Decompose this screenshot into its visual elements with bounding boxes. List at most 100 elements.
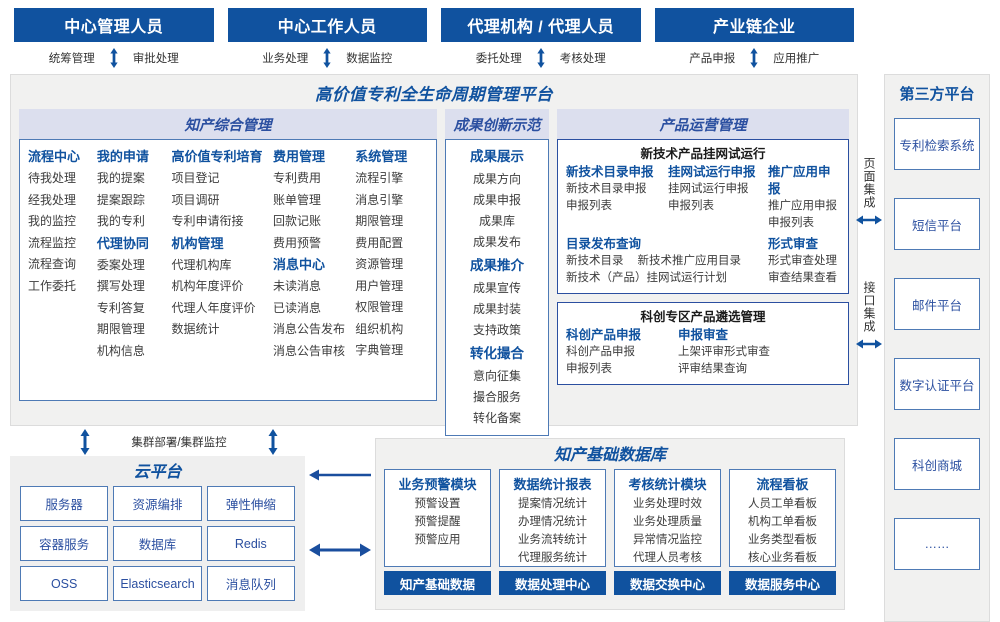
menu-item[interactable]: 消息公告发布: [272, 322, 345, 336]
menu-item[interactable]: 权限管理: [355, 300, 404, 314]
cloud-cell-8[interactable]: 消息队列: [206, 566, 295, 601]
third-party-item-3[interactable]: 数字认证平台: [894, 358, 980, 410]
menu-item[interactable]: 成果发布: [472, 235, 521, 249]
menu-item[interactable]: 项目登记: [171, 171, 220, 185]
group-head-2-1[interactable]: 机构管理: [171, 235, 224, 251]
menu-item[interactable]: 机构工单看板: [748, 516, 817, 528]
third-party-item-0[interactable]: 专利检索系统: [894, 118, 980, 170]
achievement-group-head-1[interactable]: 成果推介: [470, 258, 524, 273]
menu-item[interactable]: 待我处理: [28, 171, 77, 185]
database-card-head-3[interactable]: 流程看板: [756, 477, 809, 492]
menu-item[interactable]: 科创产品申报: [566, 346, 635, 358]
menu-item[interactable]: 申报列表: [566, 200, 612, 212]
menu-item[interactable]: 成果封装: [472, 302, 521, 316]
menu-item[interactable]: 费用配置: [355, 235, 404, 250]
menu-item[interactable]: 核心业务看板: [748, 552, 817, 564]
menu-item[interactable]: 意向征集: [472, 369, 521, 383]
menu-item[interactable]: 业务处理时效: [633, 498, 702, 510]
menu-item[interactable]: 人员工单看板: [748, 498, 817, 510]
achievement-group-head-2[interactable]: 转化撮合: [470, 346, 524, 361]
menu-item[interactable]: 项目调研: [171, 192, 220, 207]
cloud-cell-6[interactable]: OSS: [20, 566, 109, 601]
group-head-2-0[interactable]: 高价值专利培育: [171, 149, 263, 164]
menu-item[interactable]: 账单管理: [272, 192, 321, 207]
third-party-item-1[interactable]: 短信平台: [894, 198, 980, 250]
menu-item[interactable]: 预警应用: [414, 534, 461, 546]
group-head-0-0[interactable]: 流程中心: [28, 149, 81, 164]
menu-item[interactable]: 挂网试运行申报: [668, 183, 749, 195]
menu-item[interactable]: 成果申报: [472, 193, 521, 207]
menu-item[interactable]: 新技术目录申报: [566, 183, 647, 195]
menu-item[interactable]: 流程引擎: [355, 171, 404, 185]
trial-column-head-2[interactable]: 推广应用申报: [768, 165, 831, 196]
menu-item[interactable]: 办理情况统计: [518, 516, 587, 528]
menu-item[interactable]: 业务流转统计: [518, 534, 587, 546]
menu-item[interactable]: 经我处理: [28, 192, 77, 207]
actor-title-3[interactable]: 产业链企业: [654, 8, 854, 42]
menu-item[interactable]: 审查结果查看: [768, 272, 837, 284]
third-party-item-5[interactable]: ……: [894, 518, 980, 570]
group-head-3-1[interactable]: 消息中心: [272, 257, 325, 272]
group-head-4-0[interactable]: 系统管理: [355, 149, 408, 164]
database-bar-2[interactable]: 数据交换中心: [614, 571, 721, 595]
menu-item[interactable]: 期限管理: [96, 322, 145, 336]
menu-item[interactable]: 业务类型看板: [748, 534, 817, 546]
menu-item[interactable]: 新技术推广应用目录: [637, 255, 742, 267]
database-card-head-1[interactable]: 数据统计报表: [513, 477, 592, 492]
menu-item[interactable]: 已读消息: [272, 300, 321, 315]
group-head-1-0[interactable]: 我的申请: [96, 149, 149, 164]
menu-item[interactable]: 申报列表: [768, 217, 814, 229]
database-bar-1[interactable]: 数据处理中心: [499, 571, 606, 595]
menu-item[interactable]: 数据统计: [171, 322, 220, 336]
menu-item[interactable]: 流程查询: [28, 257, 77, 271]
menu-item[interactable]: 流程监控: [28, 235, 77, 250]
menu-item[interactable]: 期限管理: [355, 214, 404, 228]
menu-item[interactable]: 我的监控: [28, 214, 77, 228]
actor-title-0[interactable]: 中心管理人员: [14, 8, 214, 42]
menu-item[interactable]: 专利答复: [96, 300, 145, 315]
menu-item[interactable]: 消息引擎: [355, 192, 404, 207]
database-card-head-0[interactable]: 业务预警模块: [398, 477, 477, 492]
menu-item[interactable]: 组织机构: [355, 321, 404, 336]
achievement-group-head-0[interactable]: 成果展示: [470, 149, 524, 164]
menu-item[interactable]: 成果库: [478, 214, 515, 228]
group-head-1-1[interactable]: 代理协同: [96, 235, 149, 251]
menu-item[interactable]: 消息公告审核: [272, 343, 345, 358]
menu-item[interactable]: 申报列表: [566, 363, 612, 375]
third-party-item-2[interactable]: 邮件平台: [894, 278, 980, 330]
menu-item[interactable]: 回款记账: [272, 214, 321, 228]
database-bar-0[interactable]: 知产基础数据: [384, 571, 491, 595]
menu-item[interactable]: 专利费用: [272, 171, 321, 185]
menu-item[interactable]: 新技术目录: [566, 255, 624, 267]
menu-item[interactable]: 支持政策: [472, 323, 521, 337]
menu-item[interactable]: 申报列表: [668, 200, 714, 212]
menu-item[interactable]: 资源管理: [355, 257, 404, 271]
menu-item[interactable]: 用户管理: [355, 278, 404, 293]
menu-item[interactable]: 成果宣传: [472, 281, 521, 295]
menu-item[interactable]: 字典管理: [355, 343, 404, 357]
menu-item[interactable]: 异常情况监控: [633, 534, 702, 546]
menu-item[interactable]: 机构信息: [96, 343, 145, 358]
menu-item[interactable]: 代理人员考核: [633, 552, 702, 564]
trial-column-head-1[interactable]: 挂网试运行申报: [668, 165, 756, 179]
cloud-cell-2[interactable]: 弹性伸缩: [206, 486, 295, 521]
menu-item[interactable]: 代理服务统计: [518, 552, 587, 564]
menu-item[interactable]: 提案跟踪: [96, 192, 145, 207]
group-head-3-0[interactable]: 费用管理: [272, 149, 325, 164]
menu-item[interactable]: 撮合服务: [472, 390, 521, 404]
cloud-cell-0[interactable]: 服务器: [20, 486, 109, 521]
menu-item[interactable]: 委案处理: [96, 257, 145, 272]
menu-item[interactable]: 推广应用申报: [768, 200, 837, 212]
menu-item[interactable]: 费用预警: [272, 235, 321, 250]
database-bar-3[interactable]: 数据服务中心: [729, 571, 836, 595]
menu-item[interactable]: 专利申请衔接: [171, 214, 244, 228]
menu-item[interactable]: 形式审查处理: [768, 255, 837, 267]
menu-item[interactable]: 上架评审形式审查: [678, 346, 770, 358]
menu-item[interactable]: 撰写处理: [96, 279, 145, 293]
third-party-item-4[interactable]: 科创商城: [894, 438, 980, 490]
menu-item[interactable]: 成果方向: [472, 172, 521, 186]
menu-item[interactable]: 我的提案: [96, 171, 145, 185]
actor-title-1[interactable]: 中心工作人员: [227, 8, 427, 42]
menu-item[interactable]: 代理人年度评价: [171, 300, 256, 315]
cloud-cell-7[interactable]: Elasticsearch: [113, 566, 202, 601]
